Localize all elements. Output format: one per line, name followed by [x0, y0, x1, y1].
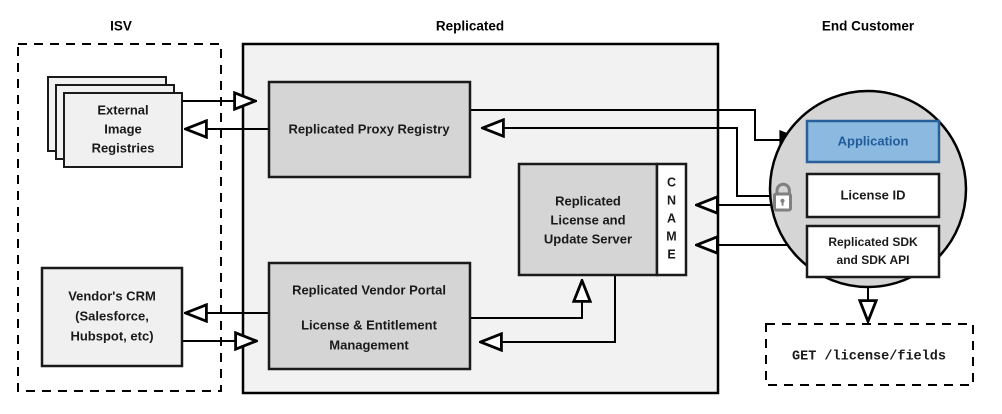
conn-portal-to-license-server	[470, 280, 582, 319]
zone-title-end-customer: End Customer	[822, 19, 915, 34]
api-request-boundary	[765, 323, 974, 386]
vendor-portal-label-line3: Management	[329, 337, 409, 352]
application-node[interactable]: Application	[805, 119, 941, 164]
cname-strip-box	[655, 162, 688, 277]
license-id-box	[805, 172, 941, 219]
registry-card-front	[63, 92, 183, 168]
replicated-sdk-node[interactable]: Replicated SDK and SDK API	[805, 224, 941, 279]
proxy-registry-box	[267, 80, 472, 179]
connection-layer	[180, 101, 868, 342]
license-server-label-line3: Update Server	[544, 231, 632, 246]
cname-letter-n: N	[667, 193, 676, 207]
license-update-server-box	[517, 162, 659, 277]
license-id-label: License ID	[840, 187, 905, 202]
open-padlock-icon	[773, 182, 792, 212]
conn-customer-to-proxy	[482, 128, 800, 197]
replicated-sdk-box	[805, 224, 941, 279]
registries-label-line3: Registries	[92, 140, 155, 155]
zone-title-isv: ISV	[110, 19, 132, 34]
conn-proxy-to-application	[470, 109, 802, 140]
application-label: Application	[838, 133, 909, 148]
replicated-vendor-portal-node[interactable]: Replicated Vendor Portal License & Entit…	[267, 261, 472, 371]
vendor-portal-label-line2: License & Entitlement	[301, 317, 437, 332]
replicated-proxy-registry-node[interactable]: Replicated Proxy Registry	[267, 80, 472, 179]
cname-letter-c: C	[667, 175, 676, 189]
license-server-label-line2: License and	[550, 212, 625, 227]
vendor-portal-box	[267, 261, 472, 371]
sdk-label-line1: Replicated SDK	[828, 235, 918, 249]
zone-title-replicated: Replicated	[436, 19, 504, 34]
cname-letter-m: M	[666, 229, 676, 243]
conn-license-server-to-portal	[480, 275, 616, 342]
api-request-label: GET /license/fields	[792, 350, 946, 365]
isv-zone-boundary	[17, 43, 222, 392]
vendors-crm-node[interactable]: Vendor's CRM (Salesforce, Hubspot, etc)	[40, 266, 184, 368]
proxy-registry-label: Replicated Proxy Registry	[288, 121, 450, 136]
application-box	[805, 119, 941, 164]
replicated-license-update-server-node[interactable]: Replicated License and Update Server C N…	[517, 162, 688, 277]
cname-letter-a: A	[667, 211, 676, 225]
license-server-label-line1: Replicated	[555, 193, 621, 208]
registries-label-line2: Image	[104, 121, 142, 136]
external-image-registries-node[interactable]: External Image Registries	[47, 76, 183, 168]
crm-label-line1: Vendor's CRM	[68, 288, 156, 303]
vendors-crm-box	[40, 266, 184, 368]
cname-letter-e: E	[667, 247, 675, 261]
api-request-node: GET /license/fields	[765, 323, 974, 386]
license-id-node[interactable]: License ID	[805, 172, 941, 219]
sdk-label-line2: and SDK API	[837, 253, 910, 267]
registries-label-line1: External	[97, 102, 148, 117]
crm-label-line3: Hubspot, etc)	[70, 328, 153, 343]
crm-label-line2: (Salesforce,	[75, 308, 149, 323]
vendor-portal-label-line1: Replicated Vendor Portal	[292, 282, 446, 297]
